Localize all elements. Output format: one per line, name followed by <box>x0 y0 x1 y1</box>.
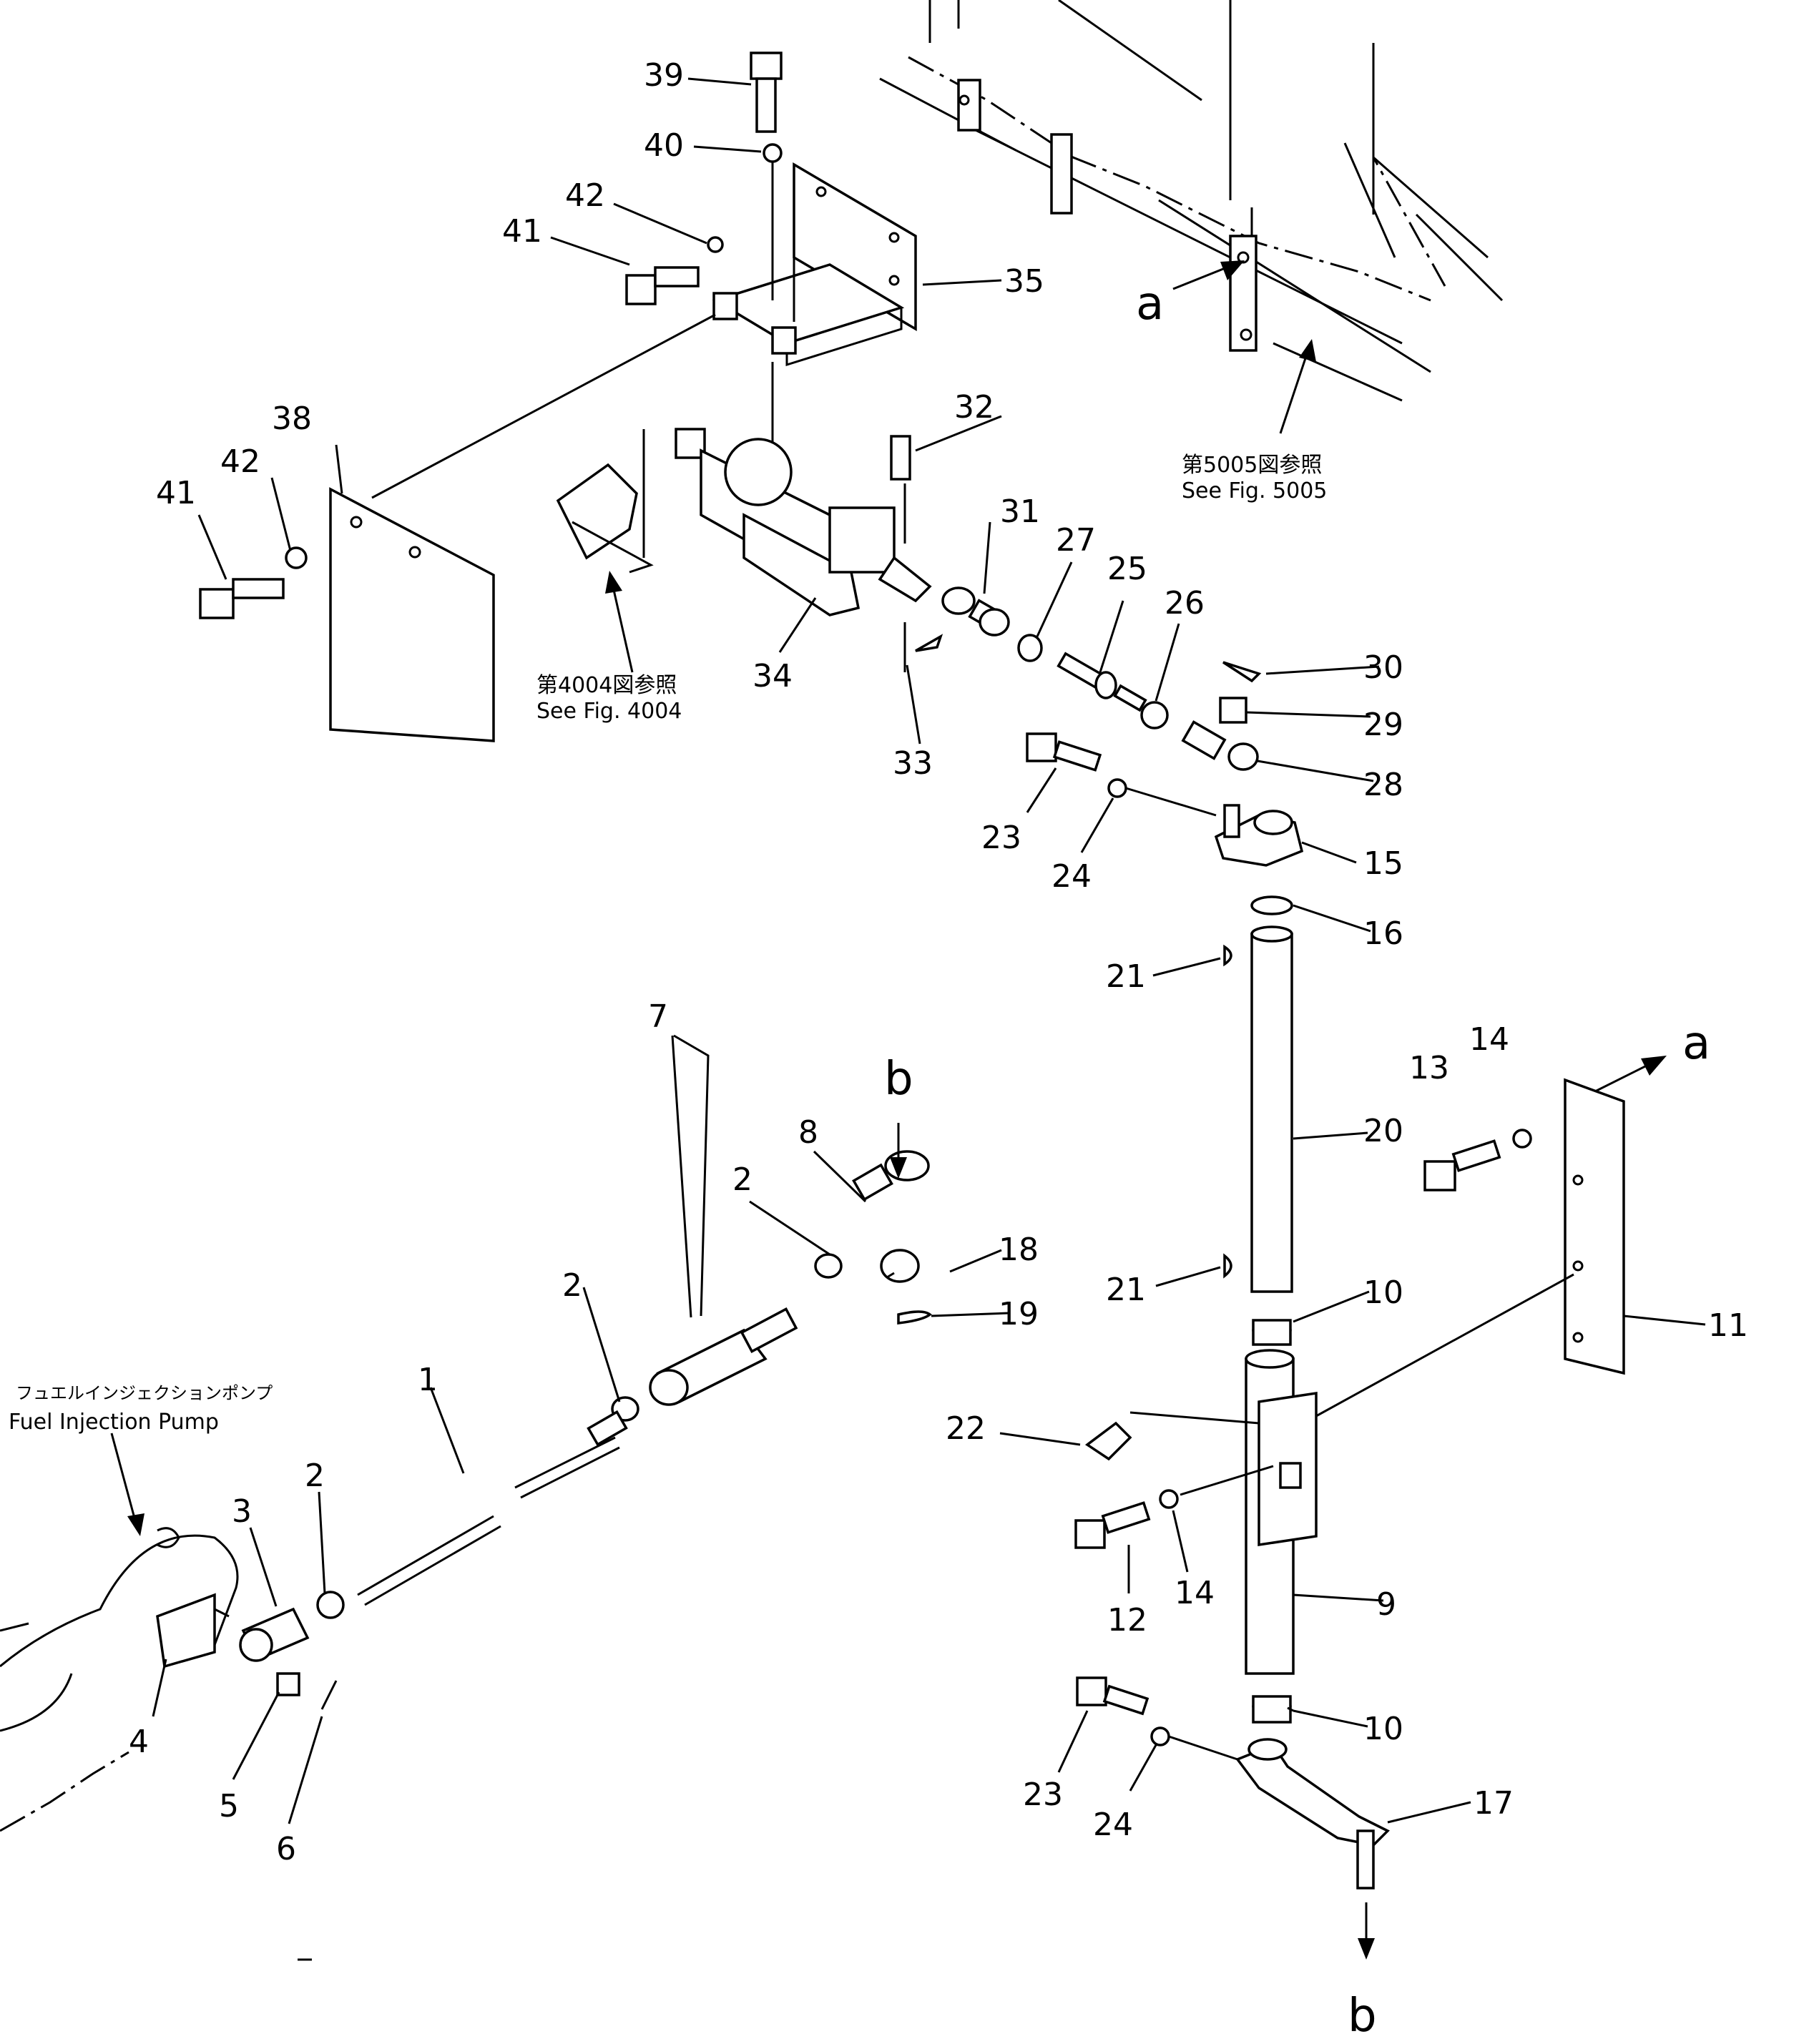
ref-fig4004-jp: 第4004図参照 <box>536 673 677 698</box>
upper-hardware <box>625 51 783 458</box>
callout-25: 25 <box>1107 551 1147 587</box>
callout-28: 28 <box>1363 767 1403 803</box>
lower-lever <box>1076 1676 1390 1890</box>
callout-2b: 2 <box>305 1458 325 1494</box>
callout-36: 39 <box>644 57 684 94</box>
ref-fig5005-jp: 第5005図参照 <box>1182 453 1322 478</box>
callout-41: 41 <box>156 475 196 511</box>
callout-31: 31 <box>1000 493 1040 530</box>
shaft <box>1223 925 1293 1346</box>
callout-14a: 14 <box>1469 1021 1509 1058</box>
callout-20: 20 <box>1363 1113 1403 1149</box>
cover-plate <box>199 313 716 742</box>
callout-6: 6 <box>276 1831 296 1867</box>
reference-notes: 第5005図参照 See Fig. 5005 第4004図参照 See Fig.… <box>9 453 1327 1435</box>
callout-21b: 21 <box>1106 1272 1146 1308</box>
linkage-rod <box>239 1150 932 1710</box>
callout-29: 29 <box>1363 707 1403 743</box>
callout-35: 35 <box>1004 263 1044 300</box>
ref-pump-en: Fuel Injection Pump <box>9 1410 219 1435</box>
callout-10b: 10 <box>1363 1711 1403 1747</box>
callout-17: 17 <box>1474 1785 1514 1822</box>
callout-numbers: 39 40 42 41 35 38 42 41 32 34 33 31 27 2… <box>129 57 1748 1867</box>
callout-3: 3 <box>232 1493 252 1530</box>
callout-16: 16 <box>1363 915 1403 952</box>
arrow-label-a-top: a <box>1136 277 1164 330</box>
callout-12: 12 <box>1107 1602 1147 1638</box>
actuator-cylinder <box>556 428 943 672</box>
callout-34: 34 <box>753 658 793 694</box>
callout-1: 1 <box>418 1362 438 1398</box>
callout-39: 42 <box>565 177 605 214</box>
callout-13: 13 <box>1409 1050 1449 1086</box>
mounting-bracket <box>712 162 917 367</box>
callout-4: 4 <box>129 1724 149 1760</box>
callout-5: 5 <box>219 1788 239 1824</box>
callout-14b: 14 <box>1175 1575 1215 1611</box>
callout-9: 9 <box>1376 1586 1396 1623</box>
callout-33: 33 <box>893 745 933 782</box>
callout-2c: 2 <box>562 1267 582 1304</box>
callout-23b: 23 <box>1023 1777 1063 1813</box>
callout-32: 32 <box>954 389 994 426</box>
arrow-letters: a a b b <box>884 277 1710 2043</box>
ref-fig5005-en: See Fig. 5005 <box>1182 478 1327 503</box>
callout-10a: 10 <box>1363 1274 1403 1311</box>
upper-lever <box>1026 732 1304 915</box>
callout-38: 41 <box>502 213 542 250</box>
callout-26: 26 <box>1165 585 1205 621</box>
callout-21a: 21 <box>1106 958 1146 995</box>
callout-42: 42 <box>220 443 260 480</box>
ref-pump-jp: フュエルインジェクションポンプ <box>16 1383 273 1403</box>
ref-fig4004-en: See Fig. 4004 <box>536 699 682 724</box>
callout-18: 18 <box>999 1232 1039 1268</box>
housing <box>1074 1349 1318 1724</box>
fuel-injection-pump <box>0 1527 239 1832</box>
callout-30: 30 <box>1363 649 1403 686</box>
callout-2d: 2 <box>732 1161 753 1198</box>
callout-24b: 24 <box>1093 1807 1133 1843</box>
callout-23a: 23 <box>981 820 1021 856</box>
callout-40: 38 <box>272 401 312 437</box>
plate <box>1315 1078 1625 1417</box>
leader-lines <box>152 77 1706 1824</box>
arrow-label-b-top: b <box>884 1053 913 1106</box>
callout-37: 40 <box>644 127 684 164</box>
callout-11: 11 <box>1708 1307 1748 1344</box>
callout-24a: 24 <box>1051 858 1092 895</box>
rod-end-linkage <box>941 586 1262 771</box>
frame-structure <box>879 0 1504 402</box>
callout-7: 7 <box>648 998 668 1035</box>
callout-27: 27 <box>1056 522 1096 559</box>
reference-arrows <box>110 260 1667 1960</box>
callout-8: 8 <box>798 1114 818 1151</box>
callout-15: 15 <box>1363 845 1403 882</box>
callout-19: 19 <box>999 1296 1039 1332</box>
arrow-label-a-right: a <box>1682 1017 1710 1070</box>
arrow-label-b-bottom: b <box>1348 1990 1377 2043</box>
callout-22: 22 <box>946 1410 986 1447</box>
